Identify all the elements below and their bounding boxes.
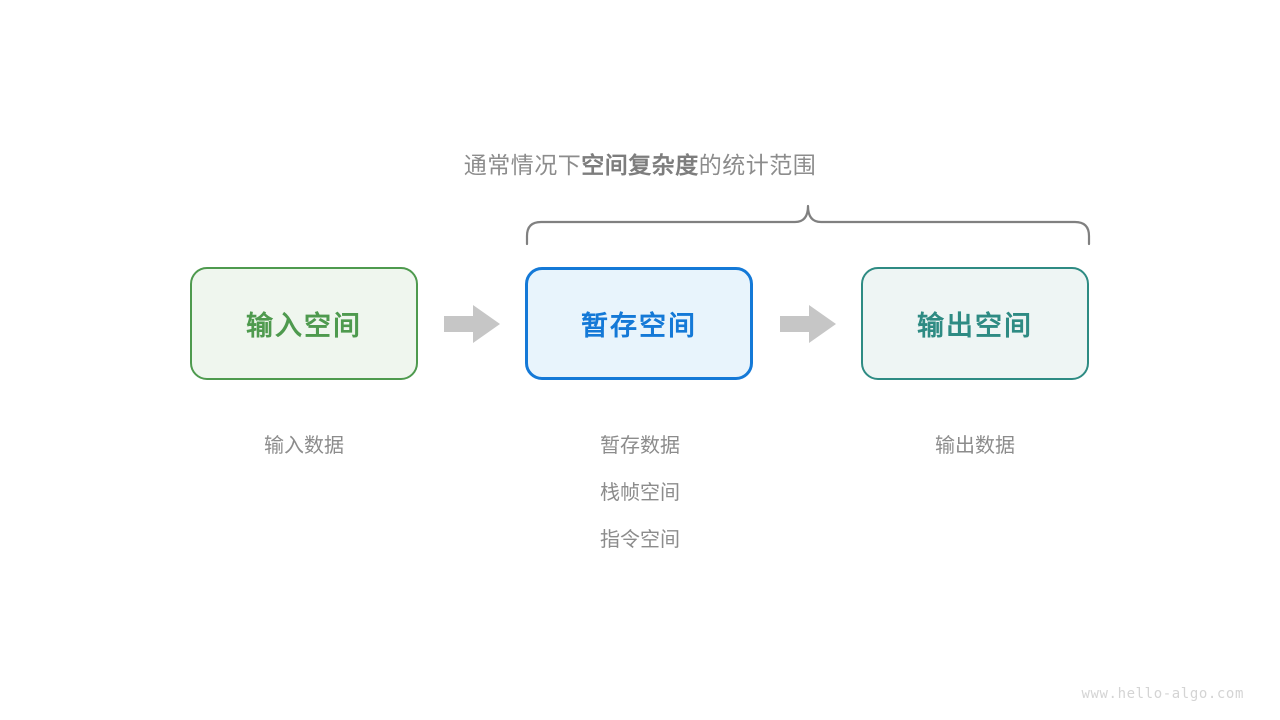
- arrow-right-icon-input-to-temp: [444, 305, 500, 343]
- caption-line: 输出数据: [935, 435, 1015, 457]
- stage-box-temp-label: 暂存空间: [581, 311, 697, 341]
- caption-line: 指令空间: [600, 529, 680, 551]
- scope-title-suffix: 的统计范围: [698, 152, 817, 178]
- arrow-right-icon-temp-to-output: [780, 305, 836, 343]
- curly-brace-icon: [525, 204, 1091, 246]
- caption-column-temp: 暂存数据 栈帧空间 指令空间: [500, 423, 780, 564]
- stage-box-input-label: 输入空间: [246, 311, 362, 341]
- caption-line: 暂存数据: [600, 435, 680, 457]
- scope-title: 通常情况下空间复杂度的统计范围: [0, 146, 1280, 180]
- stage-box-output-label: 输出空间: [917, 311, 1033, 341]
- stage-box-temp: 暂存空间: [525, 267, 753, 380]
- caption-line: 栈帧空间: [600, 482, 680, 504]
- scope-title-emphasis: 空间复杂度: [581, 152, 699, 178]
- stage-box-input: 输入空间: [190, 267, 418, 380]
- caption-column-input: 输入数据: [164, 423, 444, 470]
- scope-title-prefix: 通常情况下: [463, 152, 582, 178]
- watermark: www.hello-algo.com: [1081, 686, 1244, 702]
- caption-line: 输入数据: [264, 435, 344, 457]
- stage-box-output: 输出空间: [861, 267, 1089, 380]
- caption-column-output: 输出数据: [835, 423, 1115, 470]
